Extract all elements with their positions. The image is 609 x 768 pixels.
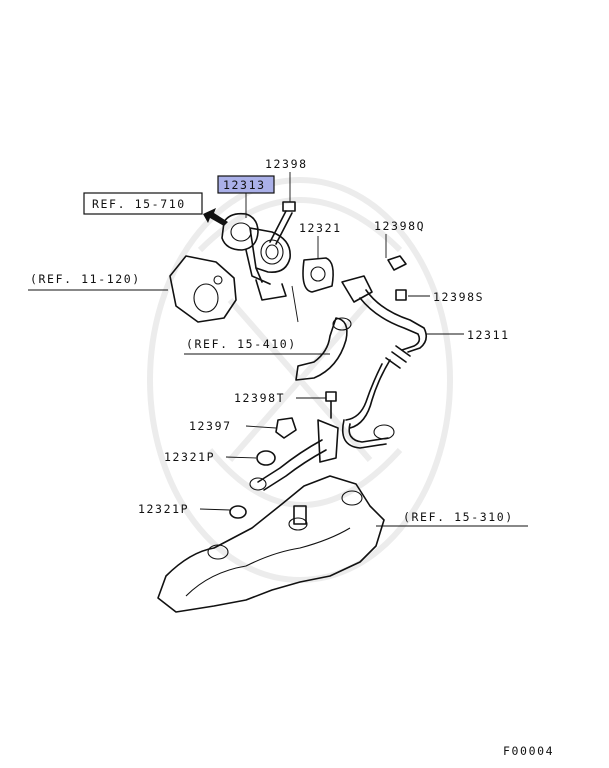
ref-15-710-callout: REF. 15-710 <box>83 192 228 226</box>
figure-id: F00004 <box>503 744 554 758</box>
ref-15-710-label: REF. 15-710 <box>92 197 186 211</box>
ref-15-310-label: (REF. 15-310) <box>403 510 514 524</box>
ref-15-410-callout: (REF. 15-410) <box>184 317 352 381</box>
part-12321P-a-label: 12321P <box>164 450 215 464</box>
ref-11-120-label: (REF. 11-120) <box>30 272 141 286</box>
watermark-emblem <box>147 177 453 583</box>
exhaust-manifold: (REF. 15-310) <box>157 475 528 613</box>
ref-15-410-label: (REF. 15-410) <box>186 337 297 351</box>
part-12397-callout: 12397 <box>189 417 297 439</box>
part-12398Q-label: 12398Q <box>374 219 425 233</box>
part-12397-label: 12397 <box>189 419 232 433</box>
part-12398-label: 12398 <box>265 157 308 171</box>
lower-pipe <box>249 419 339 491</box>
ref-11-120-callout: (REF. 11-120) <box>28 255 237 323</box>
egr-pipe: 12311 <box>341 275 510 449</box>
egr-valve <box>221 212 299 323</box>
part-12321-callout: 12321 <box>299 221 342 293</box>
part-12398S-label: 12398S <box>433 290 484 304</box>
part-12321-label: 12321 <box>299 221 342 235</box>
part-12321P-a-callout: 12321P <box>164 450 276 466</box>
part-12398S-callout: 12398S <box>395 289 484 304</box>
part-12313-label: 12313 <box>223 178 266 192</box>
part-12313-callout: 12313 <box>217 175 275 218</box>
part-12321P-b-callout: 12321P <box>138 502 247 519</box>
part-12311-label: 12311 <box>467 328 510 342</box>
part-12398T-callout: 12398T <box>234 391 337 419</box>
part-12398Q-callout: 12398Q <box>374 219 425 271</box>
part-12321P-b-label: 12321P <box>138 502 189 516</box>
part-12398T-label: 12398T <box>234 391 285 405</box>
part-12398-callout: 12398 <box>265 157 308 245</box>
